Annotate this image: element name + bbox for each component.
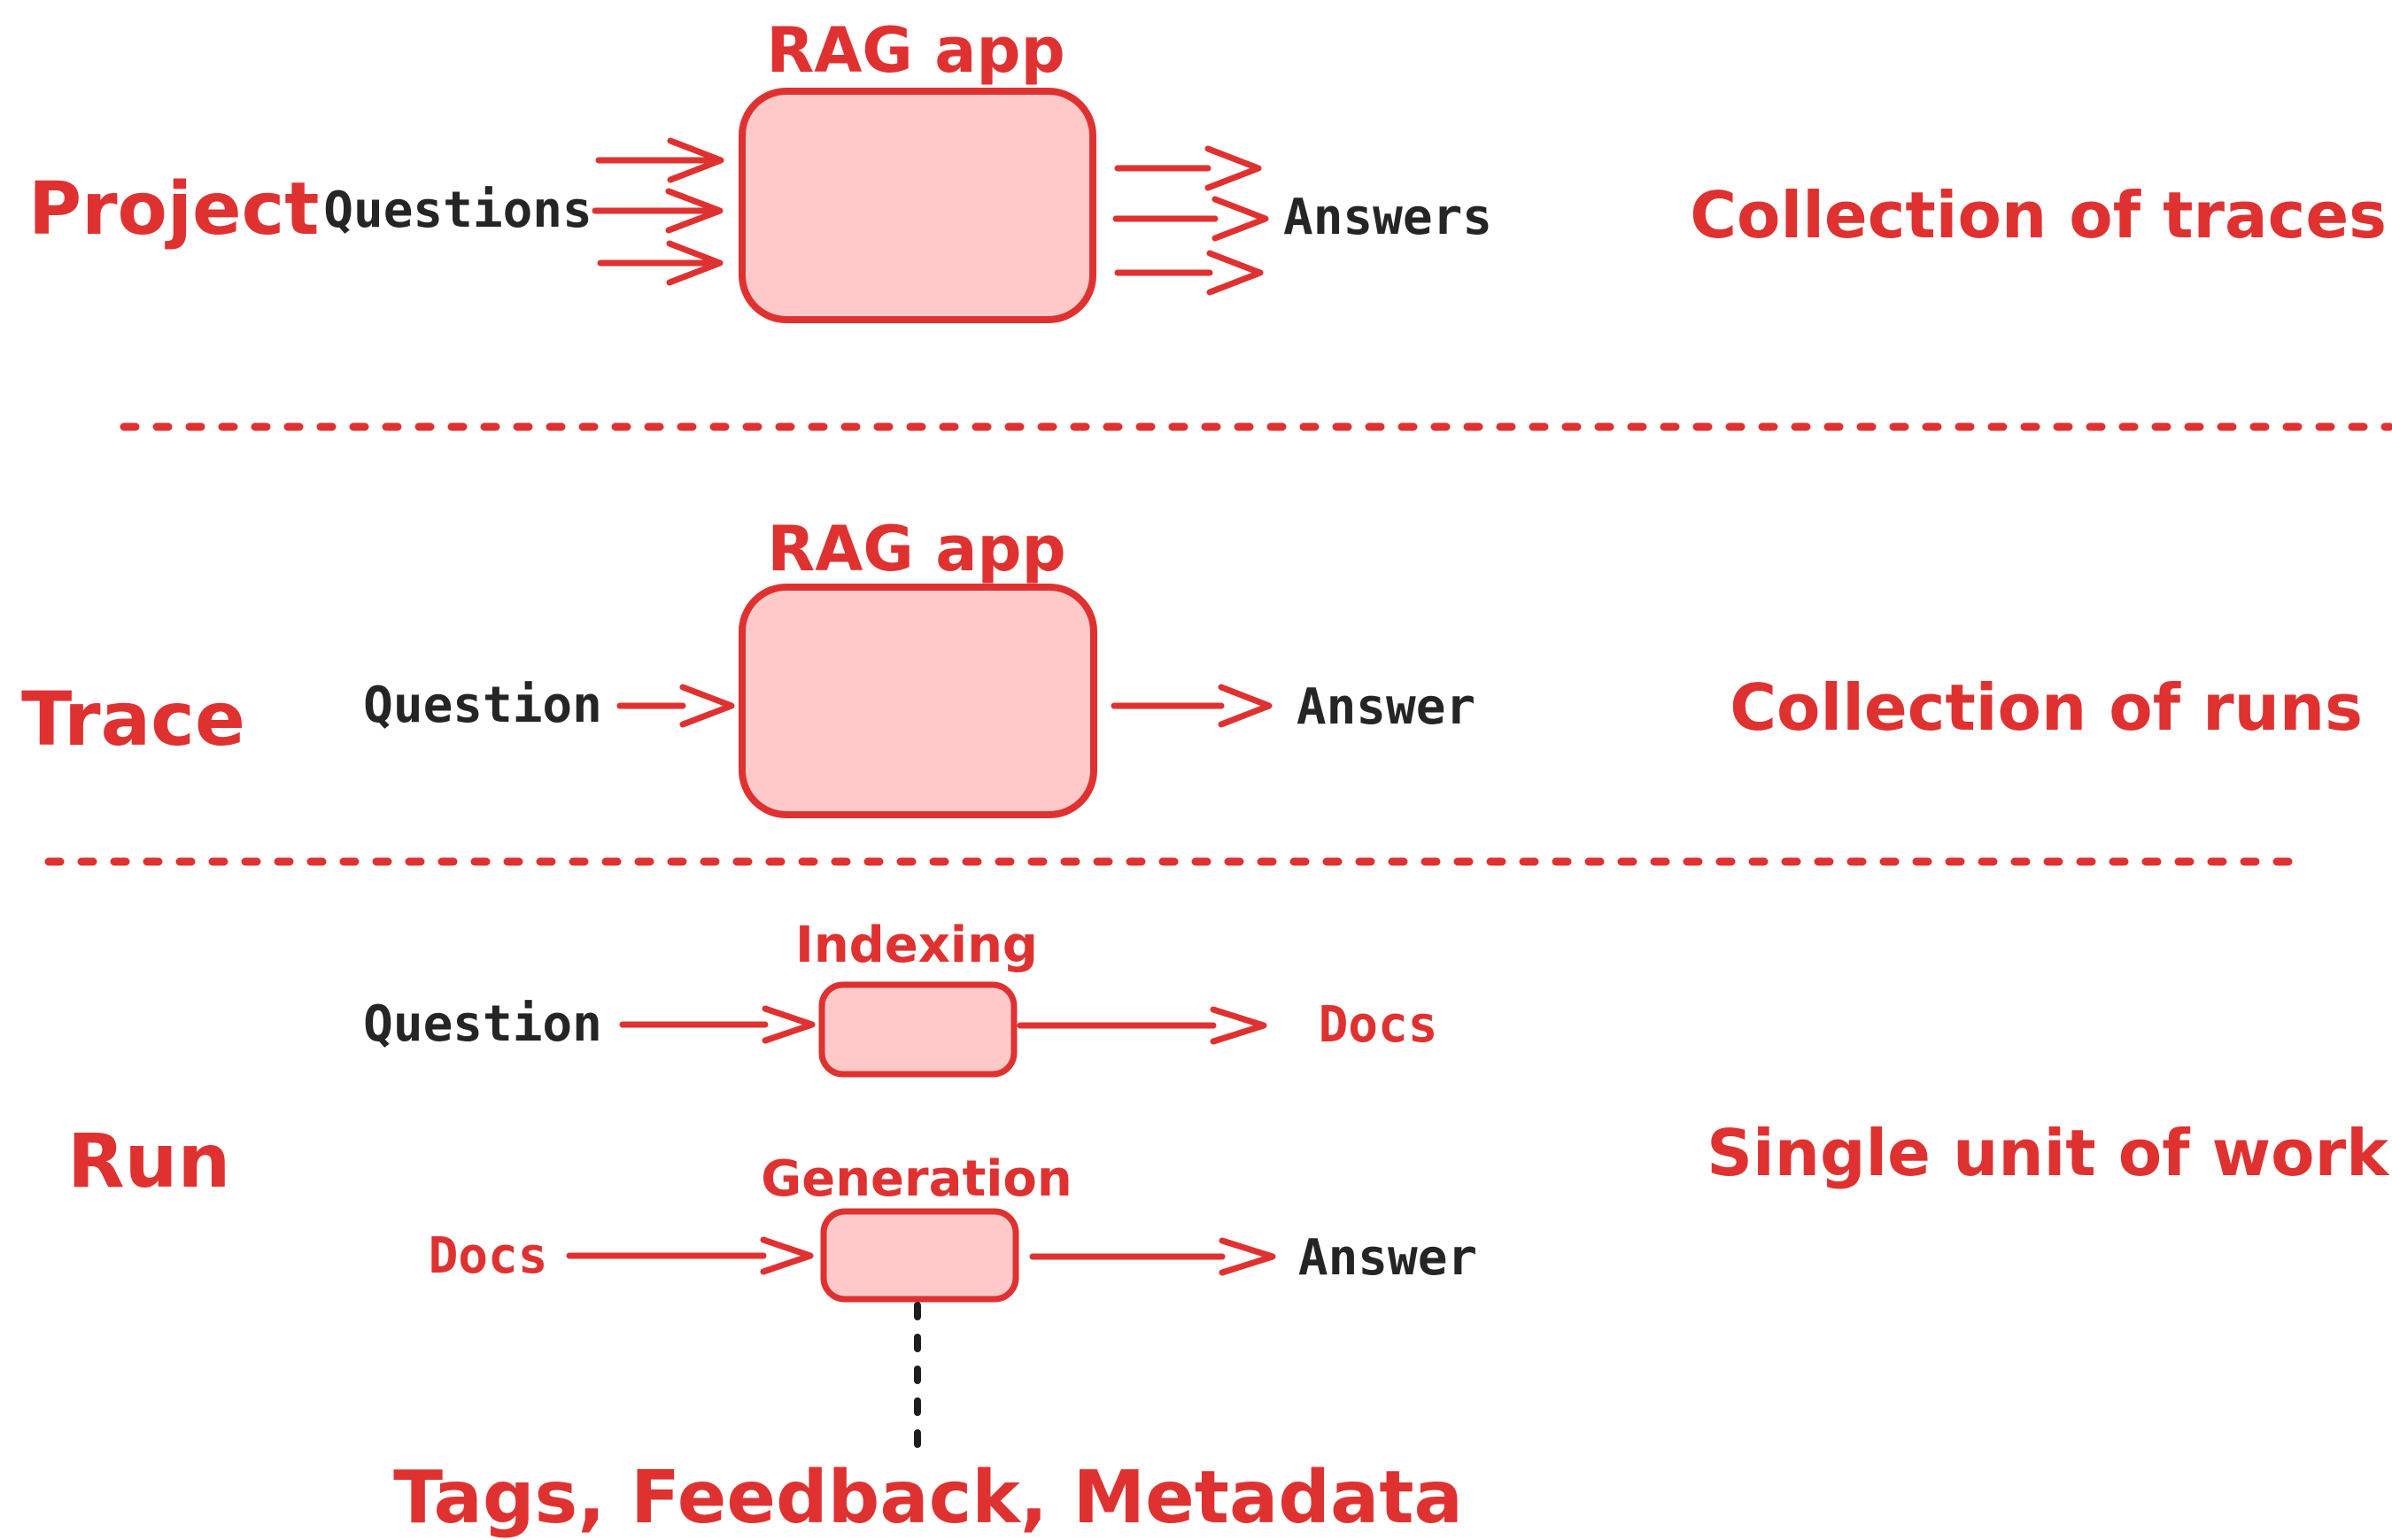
project-app-label: RAG app [766, 14, 1065, 87]
rag-app-box-project [739, 88, 1096, 323]
indexing-output-label: Docs [1318, 996, 1438, 1054]
trace-section-label: Trace [21, 676, 245, 762]
trace-input-label: Question [363, 677, 602, 734]
run-annotation-label: Single unit of work [1707, 1116, 2388, 1190]
run-section-label: Run [67, 1118, 231, 1204]
generation-box-label: Generation [761, 1150, 1072, 1208]
project-input-label: Questions [323, 182, 592, 239]
arrow-answers-out-2 [1112, 196, 1269, 242]
arrow-question-in-trace [616, 684, 735, 728]
indexing-box-label: Indexing [794, 917, 1039, 974]
trace-output-label: Answer [1296, 678, 1476, 736]
trace-app-label: RAG app [767, 513, 1066, 585]
arrow-generation-to-answer [1029, 1237, 1276, 1276]
arrow-questions-in-3 [597, 240, 724, 286]
arrow-questions-in-2 [592, 188, 724, 234]
project-section-label: Project [28, 167, 320, 252]
generation-output-label: Answer [1297, 1229, 1478, 1287]
arrow-indexing-to-docs [1017, 1006, 1267, 1045]
generation-input-label: Docs [428, 1227, 548, 1285]
indexing-box [818, 981, 1018, 1078]
run-footnote-label: Tags, Feedback, Metadata [393, 1456, 1463, 1540]
arrow-docs-to-generation [566, 1236, 814, 1275]
arrow-questions-in-1 [595, 137, 724, 183]
arrow-answers-out-1 [1114, 145, 1262, 191]
trace-annotation-label: Collection of runs [1730, 670, 2363, 745]
project-output-label: Answers [1282, 189, 1493, 246]
arrow-question-to-indexing [619, 1005, 816, 1044]
indexing-input-label: Question [363, 995, 602, 1053]
project-annotation-label: Collection of traces [1690, 178, 2387, 252]
rag-app-box-trace [739, 584, 1097, 818]
arrow-answer-out-trace [1111, 684, 1273, 728]
arrow-answers-out-3 [1114, 250, 1264, 296]
generation-box [820, 1208, 1019, 1303]
